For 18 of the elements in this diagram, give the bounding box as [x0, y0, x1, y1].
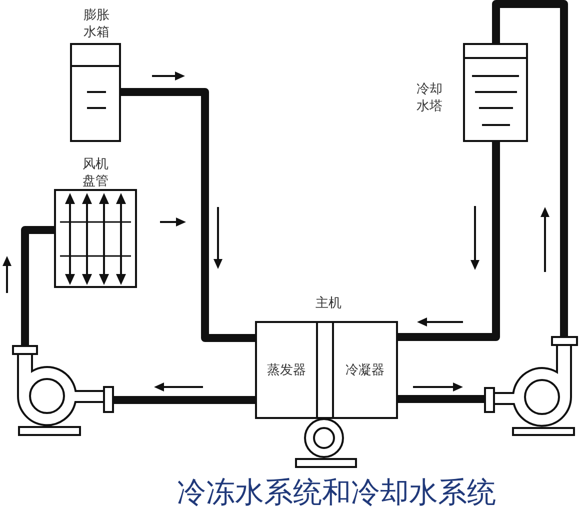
expansion-tank — [70, 7, 121, 142]
caption: 冷冻水系统和冷却水系统 — [177, 475, 496, 509]
tower-label: 冷却水塔 — [416, 81, 444, 115]
evaporator-box: 蒸发器 — [257, 323, 318, 417]
cooling-tower — [414, 43, 528, 142]
pump-icon — [484, 336, 579, 437]
tank-label: 膨胀水箱 — [83, 7, 110, 41]
unit-label: 主机 — [315, 295, 342, 312]
main-unit — [255, 295, 398, 419]
condenser-box: 冷凝器 — [332, 323, 396, 417]
fan-coil — [54, 156, 137, 289]
pipe — [492, 0, 568, 336]
pipe — [397, 142, 500, 341]
pump-icon — [12, 345, 114, 437]
pipe — [114, 396, 255, 404]
pipe — [120, 88, 255, 342]
coil-label: 风机盘管 — [82, 156, 110, 190]
pipe — [397, 395, 485, 403]
